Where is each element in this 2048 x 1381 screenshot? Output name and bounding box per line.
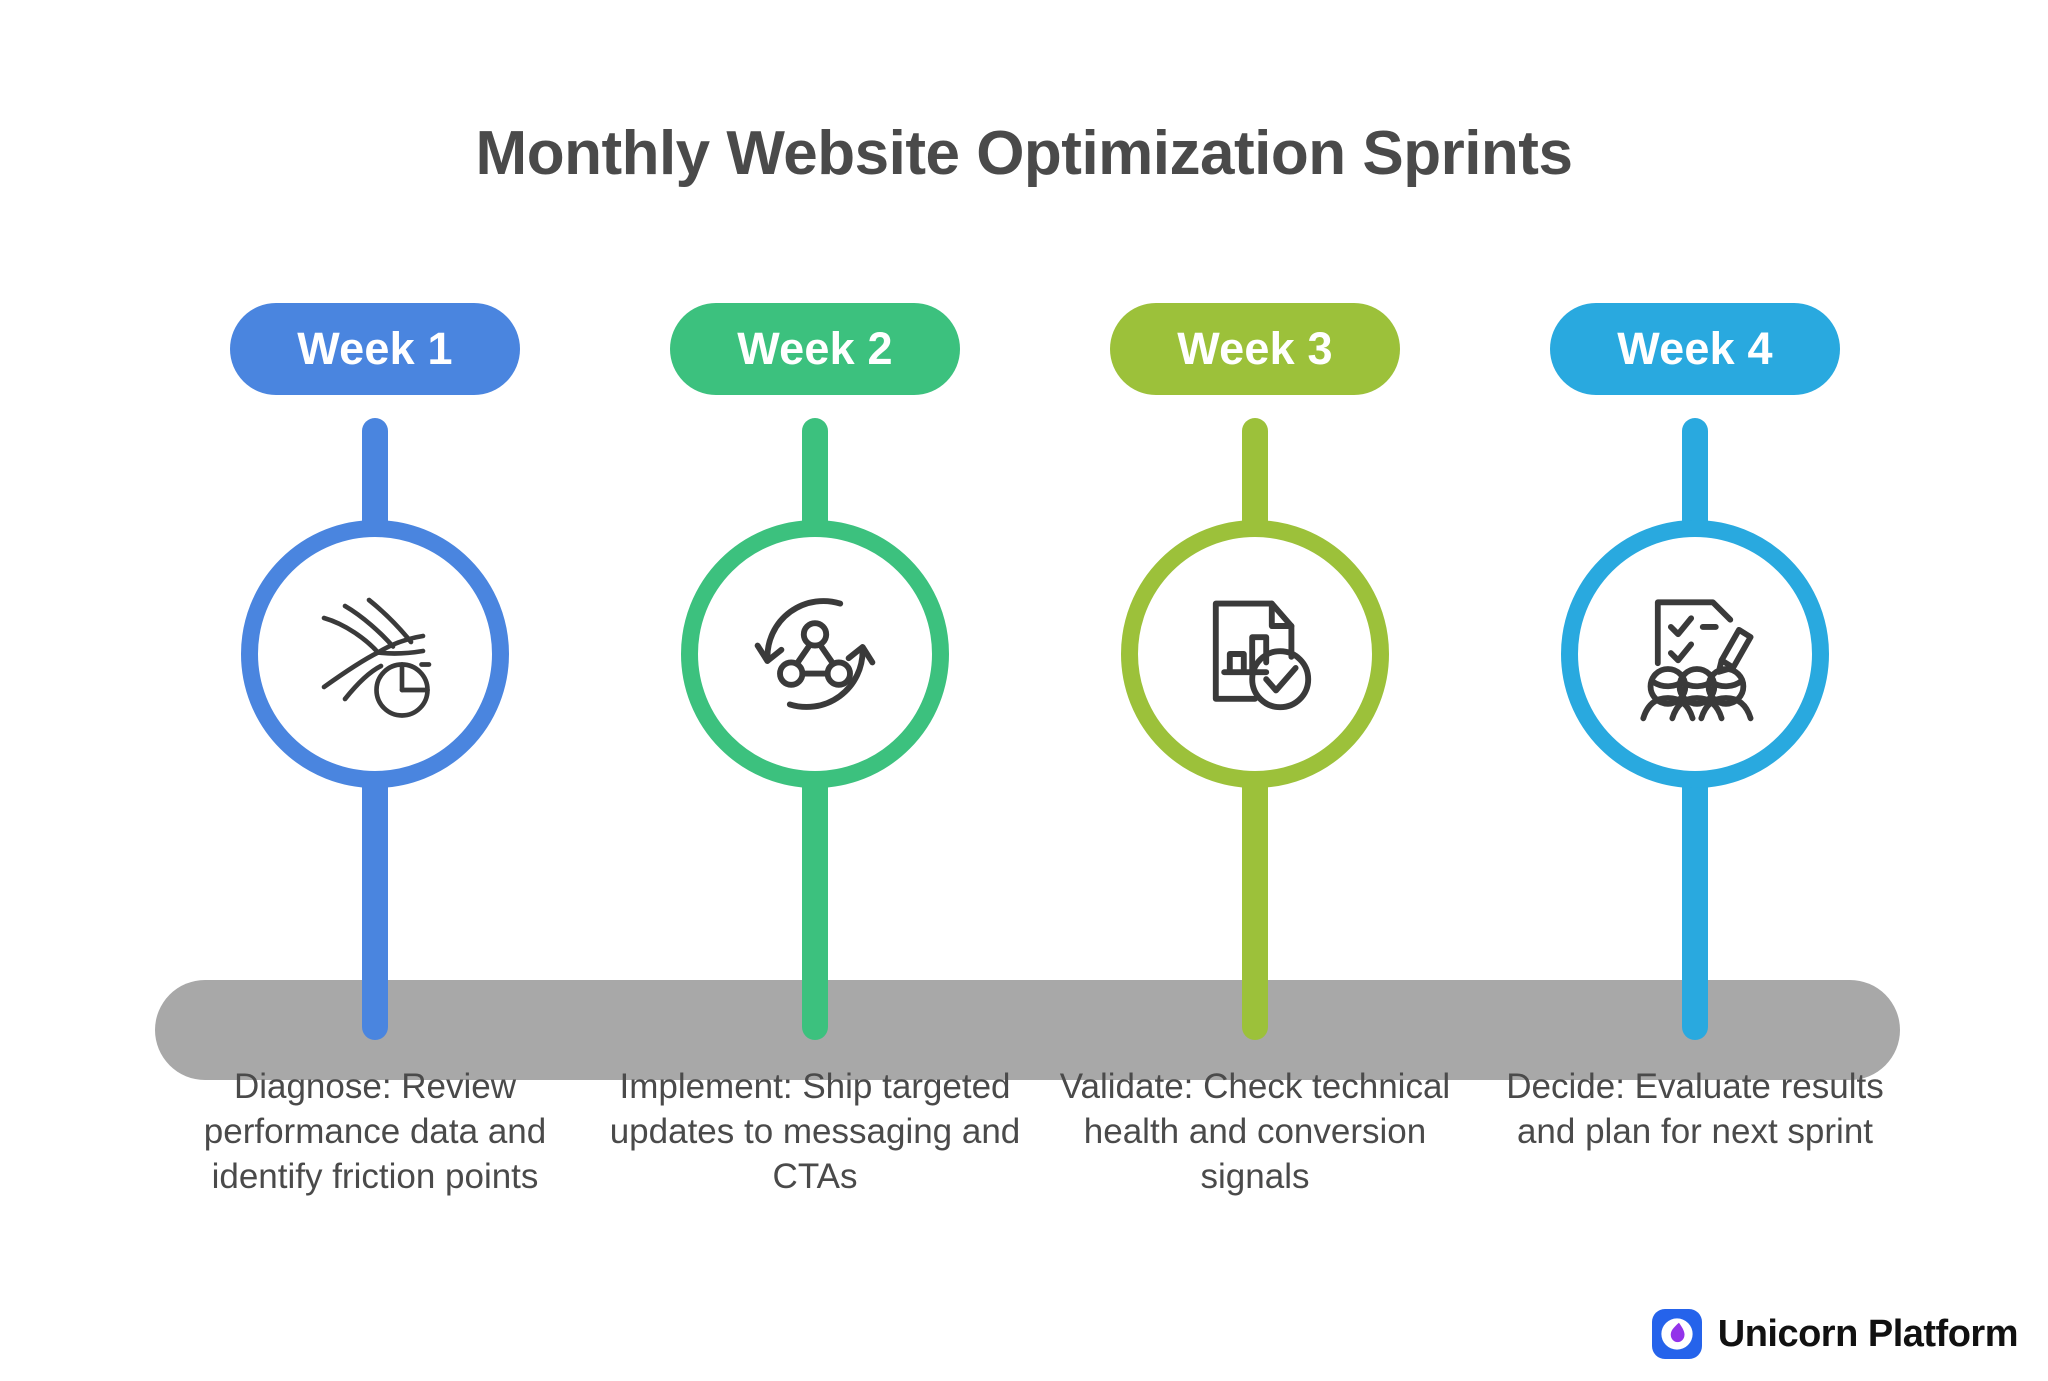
stem-bottom-week-2 — [802, 740, 828, 1040]
brand-name: Unicorn Platform — [1717, 1312, 2019, 1355]
timeline-step-week-4[interactable]: Week 4 — [1475, 290, 1915, 1290]
timeline-step-week-3[interactable]: Week 3 Validate: Check technical health … — [1035, 290, 1475, 1290]
stem-bottom-week-3 — [1242, 740, 1268, 1040]
unicorn-drop-logo-icon — [1651, 1309, 1702, 1359]
timeline-step-week-2[interactable]: Week 2 Implement: Ship targeted up — [595, 290, 1035, 1290]
page-title: Monthly Website Optimization Sprints — [475, 119, 1573, 188]
step-circle-week-4[interactable] — [1561, 520, 1829, 788]
step-badge-week-3[interactable]: Week 3 — [1110, 303, 1400, 395]
step-circle-week-2[interactable] — [681, 520, 949, 788]
step-circle-week-3[interactable] — [1121, 520, 1389, 788]
step-badge-week-2[interactable]: Week 2 — [670, 303, 960, 395]
checklist-team-icon — [1623, 582, 1768, 727]
step-caption-week-2: Implement: Ship targeted updates to mess… — [609, 1067, 1021, 1196]
step-badge-week-1[interactable]: Week 1 — [230, 303, 520, 395]
step-caption-week-1: Diagnose: Review performance data and id… — [203, 1067, 547, 1196]
brand-logo: Unicorn Platform — [1651, 1309, 2019, 1359]
step-badge-week-4[interactable]: Week 4 — [1550, 303, 1840, 395]
report-check-icon — [1185, 584, 1325, 724]
timeline-track — [155, 980, 1900, 1080]
cycle-network-icon — [745, 584, 885, 724]
funnel-analytics-icon — [300, 579, 450, 729]
step-caption-week-4: Decide: Evaluate results and plan for ne… — [1506, 1067, 1884, 1151]
timeline: Week 1 Diagnose: Review — [0, 290, 2048, 1290]
step-caption-week-3: Validate: Check technical health and con… — [1059, 1067, 1451, 1196]
timeline-step-week-1[interactable]: Week 1 Diagnose: Review — [155, 290, 595, 1290]
stem-bottom-week-1 — [362, 740, 388, 1040]
stem-bottom-week-4 — [1682, 740, 1708, 1040]
step-circle-week-1[interactable] — [241, 520, 509, 788]
